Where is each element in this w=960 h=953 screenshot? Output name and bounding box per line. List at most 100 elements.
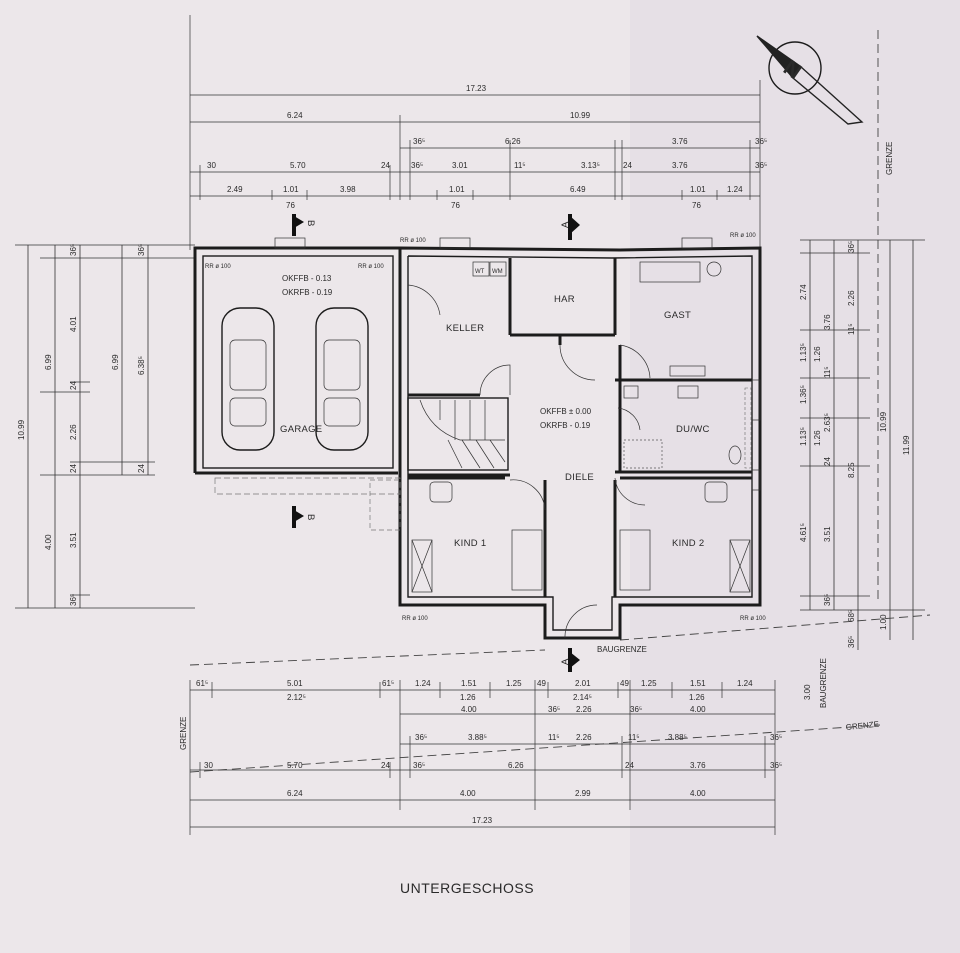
dim-label: 2.26 [576, 705, 592, 714]
bed-icon [639, 261, 722, 377]
room-label-keller: KELLER [446, 323, 484, 334]
room-label-kind1: KIND 1 [454, 538, 486, 549]
baugrenze-label-right: BAUGRENZE [819, 658, 828, 708]
dim-label: 11⁵ [823, 366, 832, 378]
room-label-gast: GAST [664, 310, 691, 321]
dim-label: 11⁵ [847, 323, 856, 335]
dim-label: 5.01 [287, 679, 303, 688]
dim-label: 49 [620, 679, 629, 688]
dim-label: 6.26 [508, 761, 524, 770]
dim-label: 24 [381, 761, 390, 770]
section-marker-b-bottom: B [292, 506, 316, 528]
dim-label: 3.13⁵ [581, 161, 600, 170]
dim-label: 2.26 [847, 290, 856, 306]
car-icon [315, 307, 369, 451]
dim-label: 30 [204, 761, 213, 770]
dim-label: 36⁵ [755, 137, 767, 146]
dim-label: 4.00 [460, 789, 476, 798]
dim-label: 3.76 [672, 161, 688, 170]
section-a-label: A [560, 221, 571, 228]
dim-label: 3.98 [340, 185, 356, 194]
dim-label: 36⁵ [413, 137, 425, 146]
downpipe-label: RR ø 100 [402, 616, 428, 622]
wm-label: WM [492, 269, 503, 275]
dim-label: 2.12⁵ [287, 693, 306, 702]
section-b-label: B [305, 514, 316, 521]
dim-total-width: 17.23 [472, 816, 493, 825]
section-b-label: B [305, 220, 316, 227]
paving [214, 477, 401, 531]
dim-label: 36⁵ [69, 244, 78, 256]
dim-label: 1.24 [737, 679, 753, 688]
drawing-title: UNTERGESCHOSS [400, 880, 534, 896]
dim-label: 4.00 [690, 705, 706, 714]
dim-label: 24 [137, 464, 146, 473]
dim-label: 6.99 [44, 354, 53, 370]
dim-label: 36⁵ [411, 161, 423, 170]
dim-label: 3.76 [823, 314, 832, 330]
dim-label: 1.24 [415, 679, 431, 688]
dim-label: 1.13⁵ [799, 427, 808, 446]
dim-label: 1.01 [449, 185, 465, 194]
dim-label: 4.00 [690, 789, 706, 798]
dim-label: 61⁵ [196, 679, 208, 688]
room-label-har: HAR [554, 294, 575, 305]
boundary-line-bottom [189, 724, 881, 773]
dim-label: 6.24 [287, 789, 303, 798]
dim-label: 2.99 [575, 789, 591, 798]
dim-total-width: 17.23 [466, 84, 487, 93]
dim-label: 6.24 [287, 111, 303, 120]
dimension-chains-bottom: 61⁵ 5.01 61⁵ 1.24 1.51 1.25 49 2.01 49 1… [189, 679, 782, 835]
dim-label: 2.26 [69, 424, 78, 440]
dim-label: 3.51 [823, 526, 832, 542]
dim-label: 1.26 [813, 430, 822, 446]
dim-label: 1.01 [283, 185, 299, 194]
downpipe-label: RR ø 100 [205, 264, 231, 270]
grenze-label-bottom: GRENZE [845, 720, 879, 732]
dim-label: 1.25 [641, 679, 657, 688]
dim-label: 24 [623, 161, 632, 170]
dim-label: 1.24 [727, 185, 743, 194]
dim-label: 24 [823, 457, 832, 466]
wt-label: WT [475, 269, 485, 275]
downpipe-label: RR ø 100 [358, 264, 384, 270]
staircase [419, 399, 506, 469]
dim-label: 11.99 [902, 435, 911, 455]
level-okrfb-diele: OKRFB - 0.19 [540, 421, 591, 430]
room-label-diele: DIELE [565, 472, 594, 483]
dim-label: 24 [381, 161, 390, 170]
level-okffb-garage: OKFFB - 0.13 [282, 274, 332, 283]
dim-label: 36⁵ [413, 761, 425, 770]
dim-label: 4.01 [69, 316, 78, 332]
dim-label: 5.70 [287, 761, 303, 770]
dim-label: 1.00 [879, 614, 888, 630]
grenze-label-left: GRENZE [179, 717, 188, 750]
dim-label: 36⁵ [630, 705, 642, 714]
dim-label: 36⁵ [847, 636, 856, 648]
section-marker-a-top: A [560, 214, 580, 240]
washer-fixtures: WT WM [472, 261, 507, 277]
dim-label: 11⁵ [514, 161, 526, 170]
dim-label: 6.49 [570, 185, 586, 194]
dim-label: 36⁵ [823, 594, 832, 606]
door-swings [407, 284, 651, 639]
dim-label: 1.26 [689, 693, 705, 702]
dim-label: 2.49 [227, 185, 243, 194]
dim-label: 76 [286, 201, 295, 210]
dimension-chains-left: 10.99 6.99 4.00 36⁵ 4.01 24 2.26 24 3.51… [15, 244, 195, 609]
dim-label: 4.61⁵ [799, 523, 808, 542]
dim-label: 5.70 [290, 161, 306, 170]
dim-label: 36⁵ [69, 594, 78, 606]
dim-label: 2.26 [576, 733, 592, 742]
dim-label: 1.26 [813, 346, 822, 362]
dim-label: 76 [451, 201, 460, 210]
dim-label: 11⁵ [628, 733, 640, 742]
dim-label: 1.51 [461, 679, 477, 688]
grenze-label-right: GRENZE [885, 142, 894, 175]
windows [274, 237, 761, 491]
dimension-chains-right: 2.74 1.13⁵ 1.36⁵ 1.13⁵ 4.61⁵ 1.26 1.26 3… [799, 239, 925, 700]
dim-label: 36⁵ [415, 733, 427, 742]
dim-label: 49 [537, 679, 546, 688]
room-label-kind2: KIND 2 [672, 538, 704, 549]
